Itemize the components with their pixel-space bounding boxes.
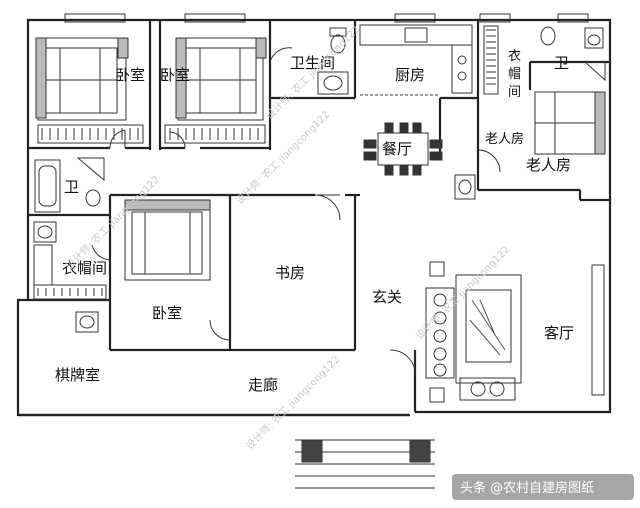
entrance-steps-icon <box>295 439 435 489</box>
room-label-corridor: 走廊 <box>248 376 278 394</box>
wardrobe-right-icon <box>483 25 499 95</box>
room-label-living-room: 客厅 <box>544 324 574 342</box>
top-windows <box>64 13 589 23</box>
room-label-kitchen: 厨房 <box>395 66 425 84</box>
credit-badge <box>452 474 634 500</box>
room-label-chess-room: 棋牌室 <box>55 366 100 384</box>
room-label-bathroom-top: 卫生间 <box>290 54 335 72</box>
wardrobe-left-icon <box>33 244 107 300</box>
room-label-bedroom-top-left: 卧室 <box>115 66 145 84</box>
bed-top-left-icon <box>35 37 129 121</box>
doors <box>91 47 501 375</box>
shower-left-icon <box>76 157 105 207</box>
room-label-foyer: 玄关 <box>372 288 402 306</box>
watermark-5: 设计师: 农工 jiangcong122 <box>243 353 342 452</box>
room-label-elder-room: 老人房 <box>526 156 571 174</box>
bed-elder-icon <box>534 91 606 155</box>
sink-left-icon <box>33 221 57 243</box>
bathtub-icon <box>34 159 61 213</box>
room-label-bathroom-right: 卫 <box>554 54 569 72</box>
sofa-left-icon <box>425 287 455 379</box>
room-label-wardrobe-right-1: 衣 <box>508 48 521 64</box>
wardrobe-top-left-icon <box>37 124 144 144</box>
watermark-2: 设计师: 农工 jiangcong122 <box>233 108 332 207</box>
coffee-table-icon <box>455 274 522 384</box>
sink-corridor-icon <box>75 311 99 333</box>
armchair-icon <box>459 377 516 401</box>
interior-walls <box>28 20 610 412</box>
room-label-wardrobe-right-2: 帽 <box>508 66 521 82</box>
kitchen-counter-icon <box>359 24 473 96</box>
bed-mid-icon <box>124 199 211 281</box>
sink-elder-icon <box>454 174 476 200</box>
shoe-cabinet-icon <box>429 261 445 403</box>
watermark-4: 设计师: 农工 jiangcong122 <box>413 243 512 342</box>
room-label-bedroom-top-mid: 卧室 <box>160 66 190 84</box>
credit-text: 头条 @农村自建房图纸 <box>460 480 594 496</box>
tv-cabinet-icon <box>591 264 605 396</box>
room-label-study: 书房 <box>275 264 305 282</box>
sink-top-icon <box>317 71 349 95</box>
room-label-wardrobe-right-3: 间 <box>508 85 521 100</box>
bathroom-right-fixtures-icon <box>540 26 606 82</box>
dining-table-icon <box>363 122 443 176</box>
room-label-wardrobe-left: 衣帽间 <box>62 259 107 277</box>
room-label-bedroom-mid: 卧室 <box>152 304 182 322</box>
outer-walls <box>16 18 612 417</box>
bed-top-mid-icon <box>175 37 267 121</box>
room-label-bathroom-left: 卫 <box>64 178 79 196</box>
wardrobe-top-mid-icon <box>164 124 266 144</box>
room-label-dining: 餐厅 <box>382 140 412 158</box>
toilet-top-icon <box>329 27 347 54</box>
room-label-elder-small: 老人房 <box>485 131 524 147</box>
